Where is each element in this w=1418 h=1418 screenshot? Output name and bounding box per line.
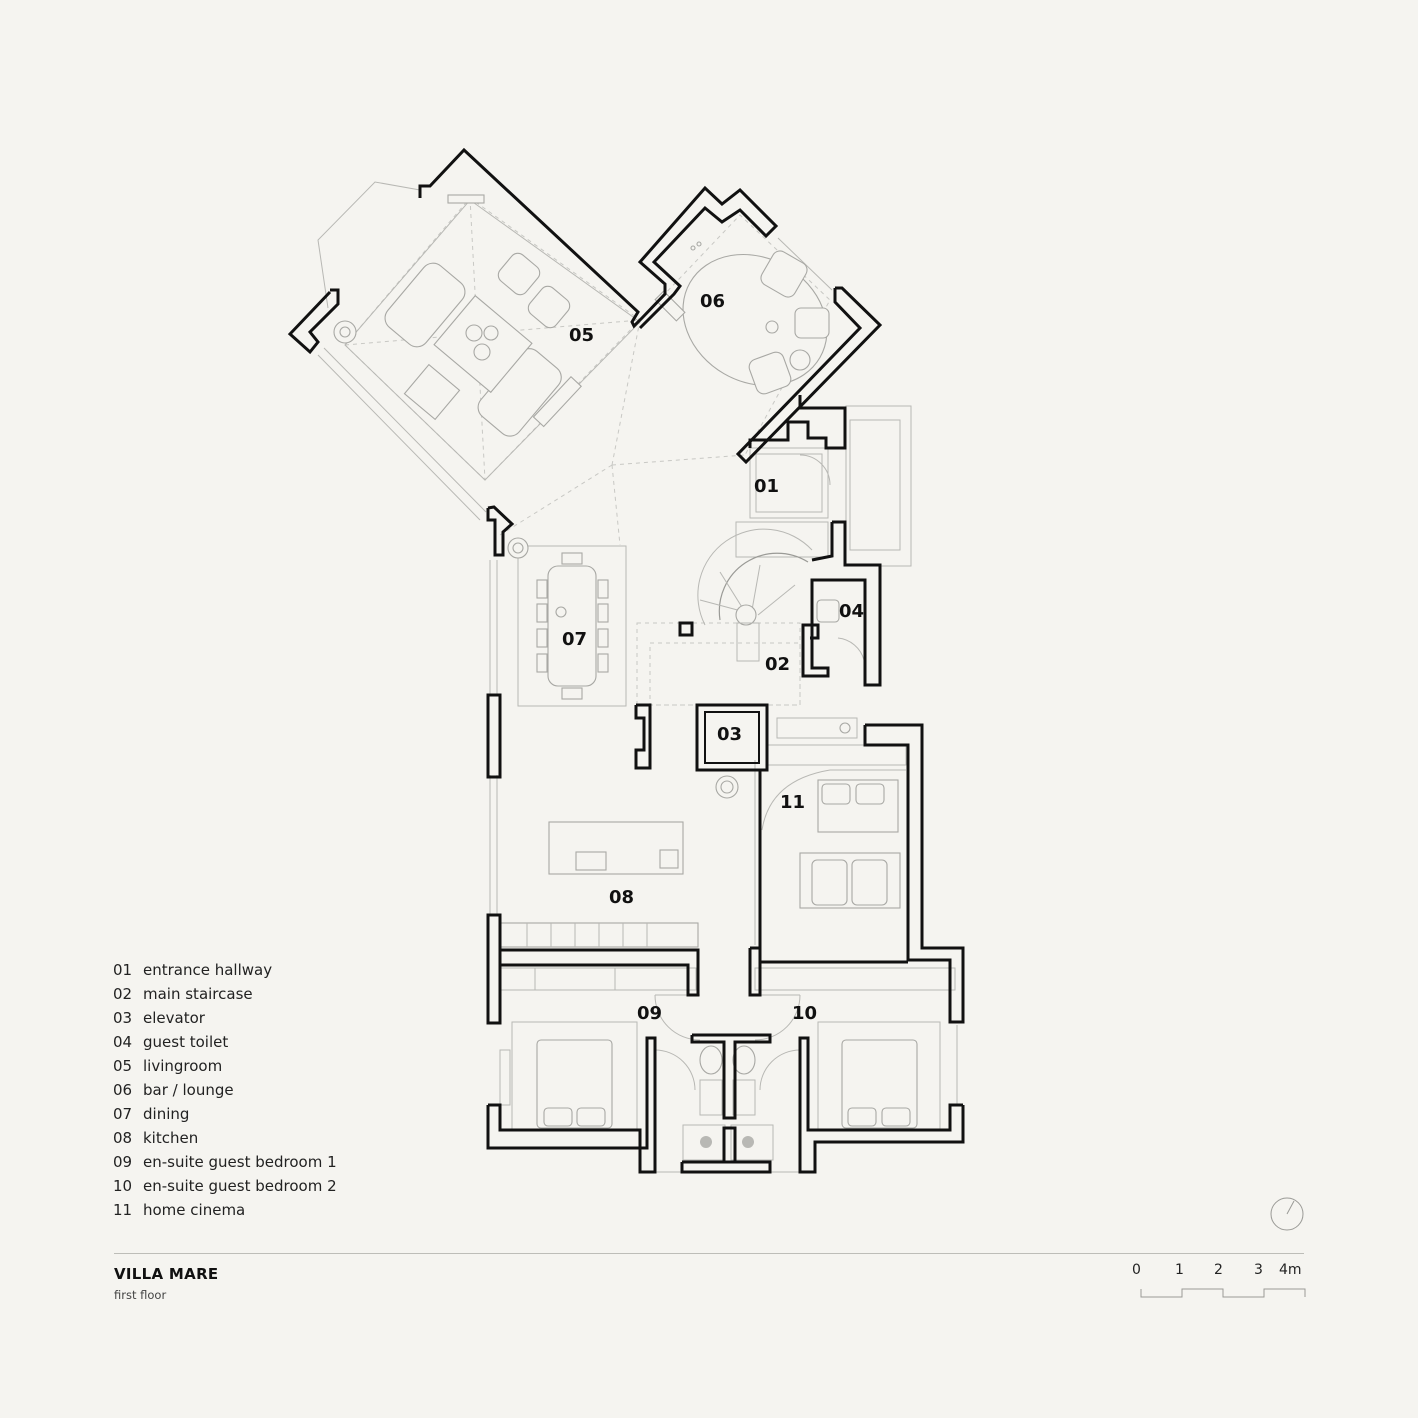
room-label-03: 03 xyxy=(717,724,742,745)
legend-name: livingroom xyxy=(143,1057,223,1075)
dining-furniture xyxy=(507,537,627,707)
bedroom1-furniture xyxy=(499,967,701,1131)
room-label-05: 05 xyxy=(569,325,594,346)
kitchen-furniture xyxy=(499,775,739,948)
scale-tick-label: 2 xyxy=(1214,1262,1223,1278)
legend-num: 07 xyxy=(113,1105,133,1123)
walls xyxy=(287,147,965,1174)
legend-name: elevator xyxy=(143,1009,205,1027)
legend-num: 04 xyxy=(113,1033,133,1051)
legend-item: 07 dining xyxy=(113,1102,337,1126)
north-arrow-icon xyxy=(1270,1197,1304,1231)
divider xyxy=(114,1253,1304,1254)
legend-num: 01 xyxy=(113,961,133,979)
legend-name: kitchen xyxy=(143,1129,199,1147)
legend-num: 06 xyxy=(113,1081,133,1099)
legend-num: 05 xyxy=(113,1057,133,1075)
legend-item: 08 kitchen xyxy=(113,1126,337,1150)
scale-tick-label: 4m xyxy=(1279,1262,1302,1278)
room-labels: 01 02 03 04 05 06 07 08 09 10 11 xyxy=(562,291,864,1024)
legend-name: bar / lounge xyxy=(143,1081,234,1099)
title-block: VILLA MARE first floor xyxy=(114,1265,218,1302)
scale-bar-graphic xyxy=(1140,1288,1306,1298)
project-title: VILLA MARE xyxy=(114,1265,219,1283)
legend-num: 03 xyxy=(113,1009,133,1027)
legend-item: 04 guest toilet xyxy=(113,1030,337,1054)
legend-num: 02 xyxy=(113,985,133,1003)
scale-tick-label: 0 xyxy=(1132,1262,1141,1278)
legend-item: 01 entrance hallway xyxy=(113,958,337,982)
legend-item: 06 bar / lounge xyxy=(113,1078,337,1102)
scale-tick-label: 3 xyxy=(1254,1262,1263,1278)
legend-name: en-suite guest bedroom 2 xyxy=(143,1177,337,1195)
room-label-11: 11 xyxy=(780,792,805,813)
legend-num: 11 xyxy=(113,1201,133,1219)
legend-name: main staircase xyxy=(143,985,253,1003)
room-label-08: 08 xyxy=(609,887,634,908)
legend-item: 10 en-suite guest bedroom 2 xyxy=(113,1174,337,1198)
bathroom-fixtures xyxy=(654,1045,801,1161)
room-legend: 01 entrance hallway 02 main staircase 03 el… xyxy=(113,958,337,1222)
room-label-07: 07 xyxy=(562,629,587,650)
legend-name: home cinema xyxy=(143,1201,246,1219)
legend-name: dining xyxy=(143,1105,190,1123)
legend-num: 08 xyxy=(113,1129,133,1147)
scale-bar: 0 1 2 3 4m xyxy=(1130,1262,1310,1302)
cinema-furniture xyxy=(754,744,907,945)
legend-num: 09 xyxy=(113,1153,133,1171)
legend-name: entrance hallway xyxy=(143,961,273,979)
legend-item: 09 en-suite guest bedroom 1 xyxy=(113,1150,337,1174)
legend-num: 10 xyxy=(113,1177,133,1195)
room-label-01: 01 xyxy=(754,476,779,497)
legend-item: 05 livingroom xyxy=(113,1054,337,1078)
room-label-04: 04 xyxy=(839,601,864,622)
legend-name: en-suite guest bedroom 1 xyxy=(143,1153,337,1171)
staircase-and-entrance xyxy=(697,447,865,739)
room-label-10: 10 xyxy=(792,1003,817,1024)
livingroom-furniture xyxy=(333,194,641,481)
legend-item: 11 home cinema xyxy=(113,1198,337,1222)
scale-tick-label: 1 xyxy=(1175,1262,1184,1278)
bedroom2-furniture xyxy=(754,967,956,1131)
legend-item: 02 main staircase xyxy=(113,982,337,1006)
room-label-02: 02 xyxy=(765,654,790,675)
room-label-06: 06 xyxy=(700,291,725,312)
legend-item: 03 elevator xyxy=(113,1006,337,1030)
project-subtitle: first floor xyxy=(114,1288,167,1302)
room-label-09: 09 xyxy=(637,1003,662,1024)
legend-name: guest toilet xyxy=(143,1033,229,1051)
